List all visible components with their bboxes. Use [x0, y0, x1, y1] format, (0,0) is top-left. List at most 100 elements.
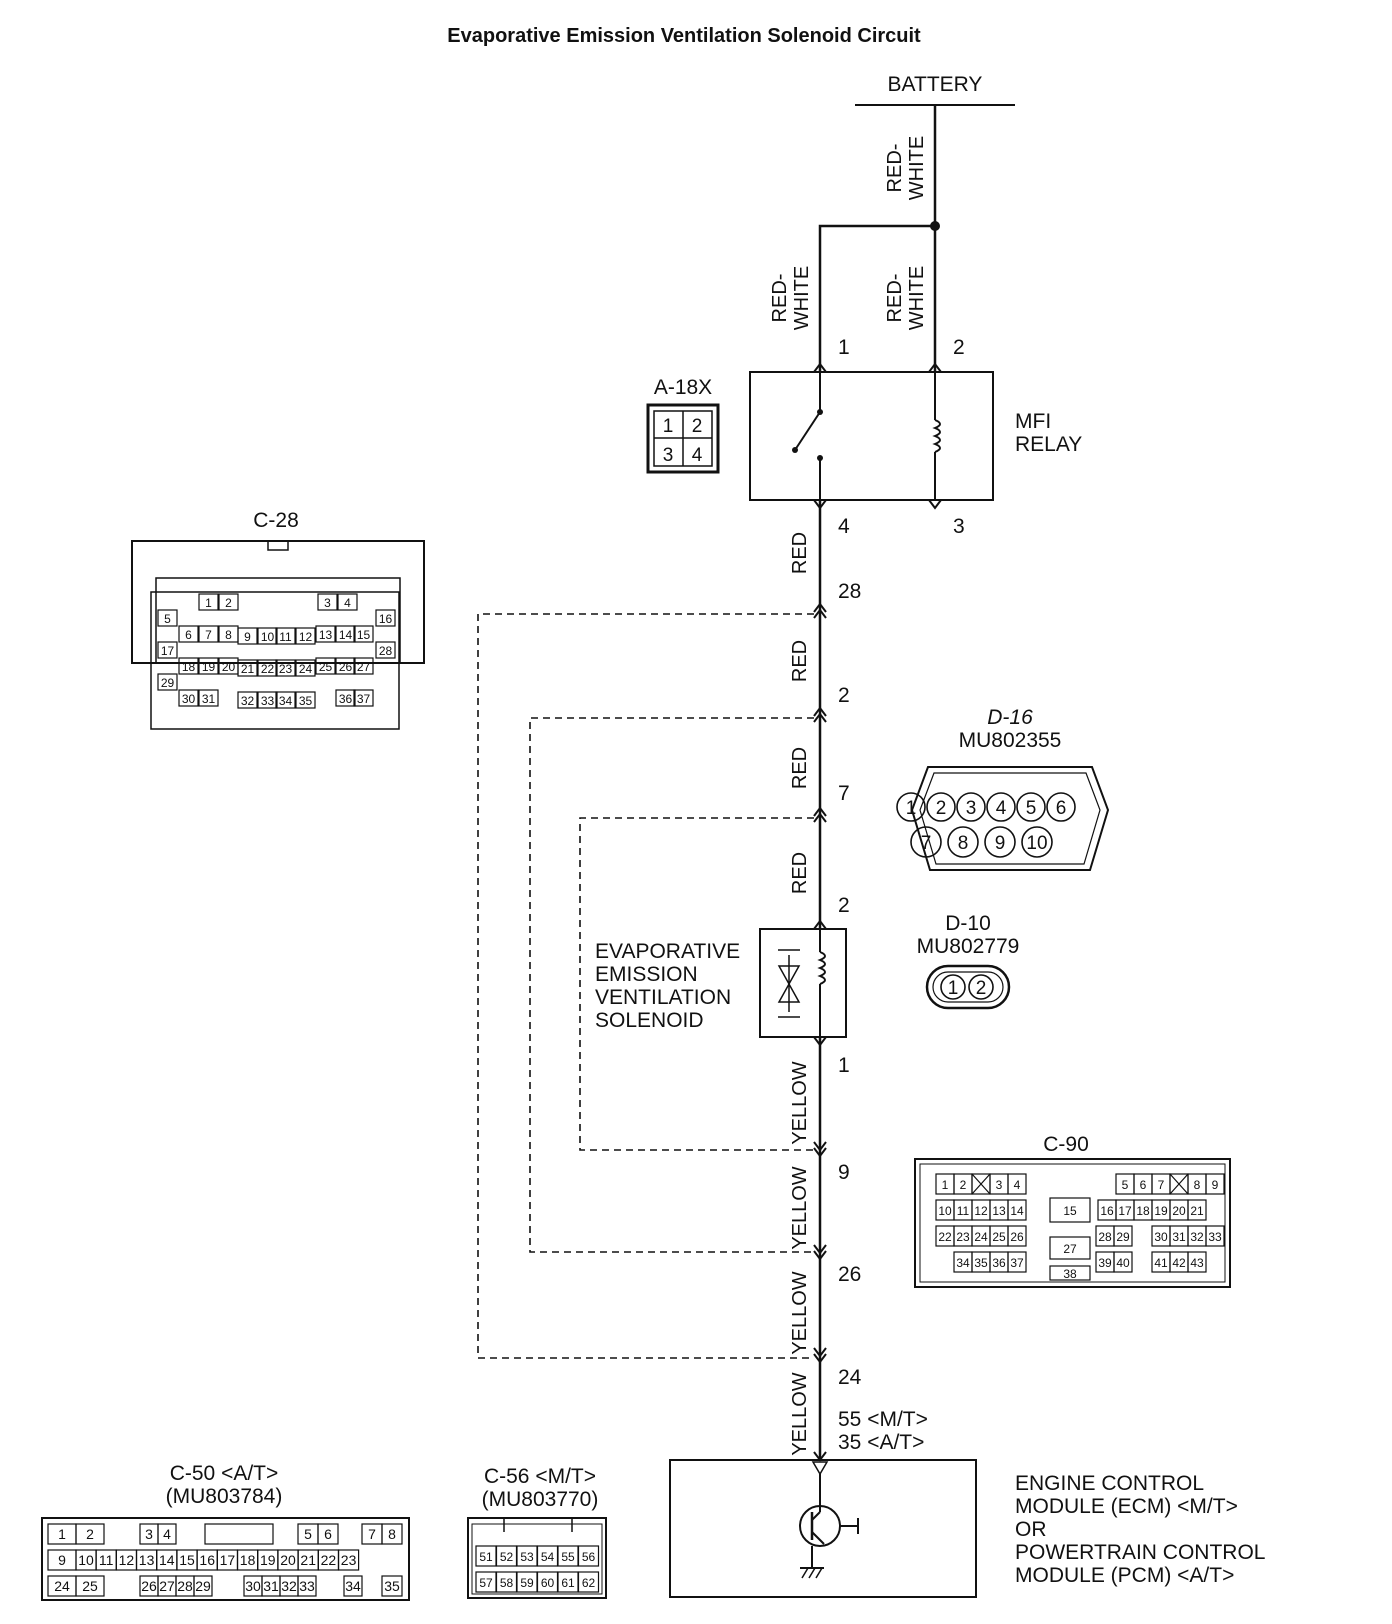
pin-c28: 14 [339, 628, 353, 642]
pin-c28: 4 [344, 596, 351, 610]
svg-text:C-56 <M/T>: C-56 <M/T> [484, 1465, 596, 1488]
pin-c90: 1 [942, 1178, 949, 1192]
pin-c28: 18 [182, 660, 196, 674]
svg-text:D-16: D-16 [987, 706, 1033, 729]
pin-c28: 15 [357, 628, 371, 642]
svg-text:2: 2 [953, 336, 965, 359]
pin-c28: 12 [299, 630, 313, 644]
svg-text:MU802355: MU802355 [959, 729, 1062, 752]
pin-c28: 19 [202, 660, 216, 674]
ecm-label-4: POWERTRAIN CONTROL [1015, 1541, 1265, 1564]
pin-c50: 26 [141, 1578, 157, 1594]
pin-c90: 31 [1172, 1230, 1186, 1244]
ecm-pcm-module: ENGINE CONTROL MODULE (ECM) <M/T> OR POW… [669, 1459, 1265, 1598]
pin-c28: 11 [279, 630, 292, 644]
pin-c90: 42 [1172, 1256, 1186, 1270]
pin-c50: 24 [54, 1578, 70, 1594]
pin-c28: 34 [279, 694, 293, 708]
pin-c50: 11 [99, 1552, 114, 1568]
pin-c56: 59 [520, 1576, 534, 1590]
pin-c28: 37 [357, 692, 371, 706]
pin-c90: 16 [1100, 1204, 1114, 1218]
pin-c28: 17 [161, 644, 175, 658]
mfi-relay-label-2: RELAY [1015, 433, 1082, 456]
pin-c28: 25 [319, 660, 333, 674]
pin-c90: 23 [956, 1230, 970, 1244]
svg-text:3: 3 [663, 445, 674, 466]
pin-c90: 24 [974, 1230, 988, 1244]
svg-text:YELLOW: YELLOW [789, 1166, 811, 1249]
pin-c90: 29 [1116, 1230, 1130, 1244]
svg-text:RED: RED [789, 640, 811, 682]
pin-c56: 51 [479, 1550, 493, 1564]
pin-c28: 7 [205, 628, 212, 642]
pin-c28: 2 [225, 596, 232, 610]
solenoid-label-3: VENTILATION [595, 986, 731, 1009]
pin-d16: 1 [906, 798, 917, 819]
pin-c90: 38 [1063, 1267, 1077, 1281]
pin-c50: 12 [119, 1552, 135, 1568]
pin-c50: 34 [345, 1578, 361, 1594]
pin-c90: 15 [1063, 1204, 1077, 1218]
mfi-relay-label-1: MFI [1015, 410, 1051, 433]
svg-text:RED: RED [789, 532, 811, 574]
pin-c50: 23 [341, 1552, 357, 1568]
pin-c90: 25 [992, 1230, 1006, 1244]
pin-c50: 29 [195, 1578, 211, 1594]
pin-c28: 29 [161, 676, 175, 690]
pin-c50: 7 [368, 1526, 376, 1542]
pin-c90: 35 [974, 1256, 988, 1270]
pin-c56: 58 [500, 1576, 514, 1590]
pin-c28: 16 [379, 612, 393, 626]
svg-text:1: 1 [663, 416, 674, 437]
mfi-relay: MFI RELAY [749, 371, 1082, 501]
svg-text:RED-WHITE: RED-WHITE [884, 136, 928, 200]
svg-text:C-28: C-28 [253, 509, 299, 532]
pin-labels: 1 2 4 3 28 2 7 2 1 9 26 24 55 <M/T> 35 <… [838, 336, 965, 1454]
pin-c50: 19 [260, 1552, 276, 1568]
pin-c90: 43 [1190, 1256, 1204, 1270]
svg-text:(MU803784): (MU803784) [166, 1485, 283, 1508]
svg-text:2: 2 [976, 978, 987, 999]
pin-d16: 4 [996, 798, 1007, 819]
pin-c90: 21 [1190, 1204, 1204, 1218]
pin-d16: 3 [966, 798, 977, 819]
pin-c90: 3 [996, 1178, 1003, 1192]
svg-text:1: 1 [948, 978, 959, 999]
svg-text:C-90: C-90 [1043, 1133, 1089, 1156]
pin-c50: 6 [324, 1526, 332, 1542]
pin-c50: 2 [86, 1526, 94, 1542]
pin-c90: 30 [1154, 1230, 1168, 1244]
pin-c90: 10 [938, 1204, 952, 1218]
pin-c90: 18 [1136, 1204, 1150, 1218]
pin-c56: 62 [582, 1576, 596, 1590]
splice-dot [930, 221, 940, 231]
pin-c90: 8 [1194, 1178, 1201, 1192]
pin-c50: 20 [280, 1552, 296, 1568]
pin-c90: 37 [1010, 1256, 1024, 1270]
pin-c56: 54 [541, 1550, 555, 1564]
svg-text:C-50 <A/T>: C-50 <A/T> [170, 1462, 279, 1485]
svg-text:28: 28 [838, 580, 861, 603]
pin-c28: 23 [279, 662, 293, 676]
svg-text:D-10: D-10 [945, 912, 991, 935]
pin-c56: 60 [541, 1576, 555, 1590]
svg-text:YELLOW: YELLOW [789, 1372, 811, 1455]
pin-c28: 10 [261, 630, 275, 644]
pin-c28: 5 [164, 612, 171, 626]
pin-c28: 28 [379, 644, 393, 658]
connector-d10: D-10 MU802779 1 2 [917, 912, 1019, 1010]
pin-c28: 21 [241, 662, 255, 676]
svg-text:7: 7 [838, 782, 850, 805]
pin-c50: 33 [299, 1578, 315, 1594]
connector-marks [813, 362, 942, 1462]
diagram-title: Evaporative Emission Ventilation Solenoi… [447, 25, 921, 47]
pin-c28: 31 [202, 692, 216, 706]
pin-c28: 22 [261, 662, 275, 676]
pin-d16: 8 [958, 833, 969, 854]
pin-c50: 13 [139, 1552, 155, 1568]
pin-c56: 61 [561, 1576, 575, 1590]
